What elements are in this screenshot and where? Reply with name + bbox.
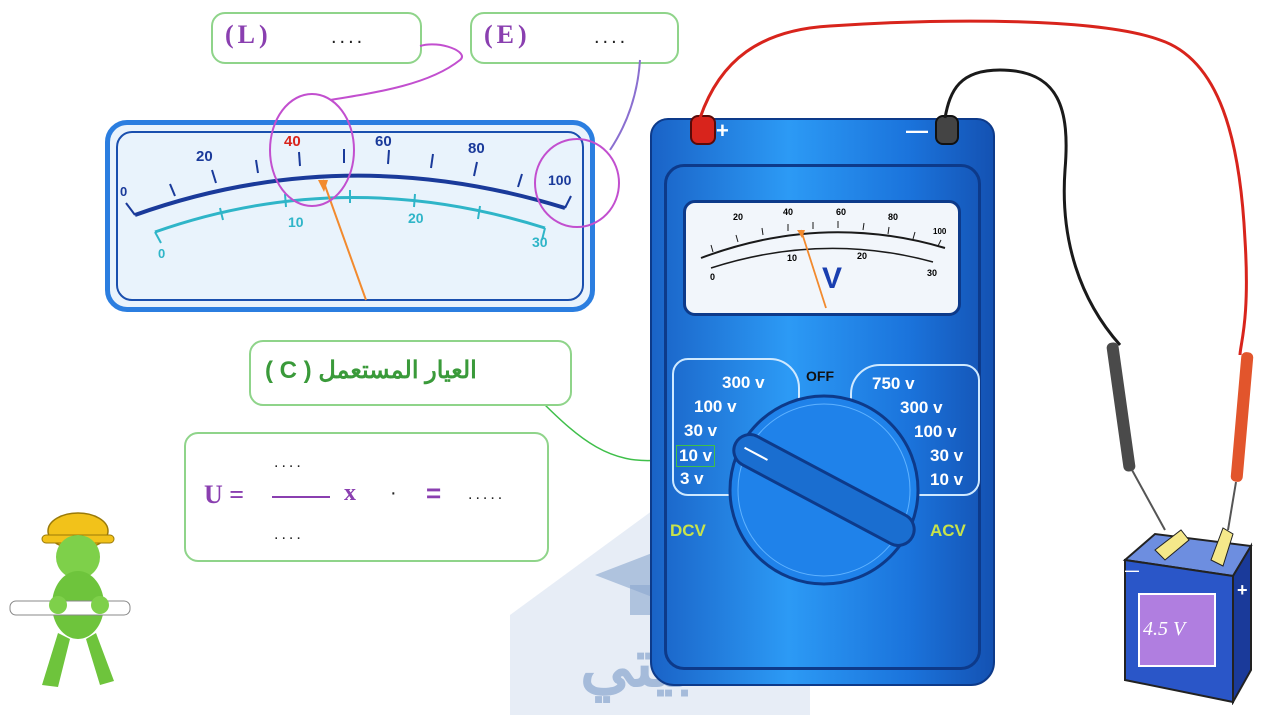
tick-0: 0 — [120, 184, 128, 199]
battery-plus: + — [1237, 580, 1248, 600]
mascot-figure — [9, 512, 131, 687]
ac-range-300[interactable]: 300 v — [900, 398, 943, 417]
terminal-minus[interactable] — [935, 115, 959, 145]
meter-display-scale — [700, 221, 946, 309]
formula-denominator: .... — [274, 526, 304, 543]
terminal-plus[interactable] — [690, 115, 716, 145]
dc-range-100[interactable]: 100 v — [694, 397, 737, 416]
terminal-plus-label: + — [716, 118, 729, 143]
inner-tick-30: 30 — [532, 234, 548, 250]
ac-range-100[interactable]: 100 v — [914, 422, 957, 441]
callout-e-value: .... — [594, 26, 629, 48]
display-unit: V — [822, 262, 843, 295]
dc-range-300[interactable]: 300 v — [722, 373, 765, 392]
disp-inner-20: 20 — [857, 251, 868, 261]
formula-result: ..... — [468, 486, 506, 503]
formula-mid: · — [390, 482, 397, 504]
acv-label: ACV — [930, 521, 966, 540]
disp-tick-20: 20 — [733, 212, 744, 222]
tick-40: 40 — [284, 133, 301, 150]
fraction-bar — [272, 496, 330, 498]
battery: 4.5 V + — — [1115, 520, 1255, 705]
formula-lhs: U = — [204, 480, 245, 509]
formula-numerator: .... — [274, 454, 304, 471]
tick-80: 80 — [468, 140, 485, 157]
disp-tick-40: 40 — [783, 207, 794, 217]
disp-tick-100: 100 — [933, 227, 947, 236]
inner-tick-0: 0 — [158, 246, 166, 261]
dcv-label: DCV — [670, 521, 706, 540]
battery-minus: — — [1125, 562, 1139, 578]
dc-range-30[interactable]: 30 v — [684, 421, 718, 440]
selector-knob[interactable] — [720, 394, 930, 594]
disp-tick-80: 80 — [888, 212, 899, 222]
formula-box: U = .... .... x · = ..... — [184, 432, 549, 562]
dc-range-3[interactable]: 3 v — [680, 469, 704, 488]
terminal-minus-label: — — [906, 118, 928, 143]
ac-range-30[interactable]: 30 v — [930, 446, 964, 465]
ac-range-750[interactable]: 750 v — [872, 374, 915, 393]
tick-60: 60 — [375, 133, 392, 150]
formula-times: x — [344, 480, 356, 506]
formula-equals: = — [426, 478, 442, 508]
callout-c-text: العيار المستعمل ( C ) — [265, 357, 477, 384]
battery-voltage: 4.5 V — [1143, 618, 1186, 640]
disp-inner-10: 10 — [787, 253, 798, 263]
disp-tick-60: 60 — [836, 207, 847, 217]
tick-20: 20 — [196, 148, 213, 165]
ac-range-10[interactable]: 10 v — [930, 470, 964, 489]
callout-e-box: (E) .... — [470, 12, 679, 64]
disp-inner-0: 0 — [710, 272, 716, 282]
tick-100: 100 — [548, 172, 572, 188]
callout-e-tag: (E) — [484, 20, 531, 49]
off-label: OFF — [806, 368, 834, 384]
disp-inner-30: 30 — [927, 268, 938, 278]
callout-l-value: .... — [331, 26, 366, 48]
callout-l-box: (L) .... — [211, 12, 422, 64]
inner-tick-20: 20 — [408, 210, 424, 226]
large-scale-panel — [105, 120, 595, 312]
callout-l-tag: (L) — [225, 20, 272, 49]
inner-tick-10: 10 — [288, 214, 304, 230]
callout-c-box: العيار المستعمل ( C ) — [249, 340, 572, 406]
dc-range-10[interactable]: 10 v — [676, 445, 716, 467]
